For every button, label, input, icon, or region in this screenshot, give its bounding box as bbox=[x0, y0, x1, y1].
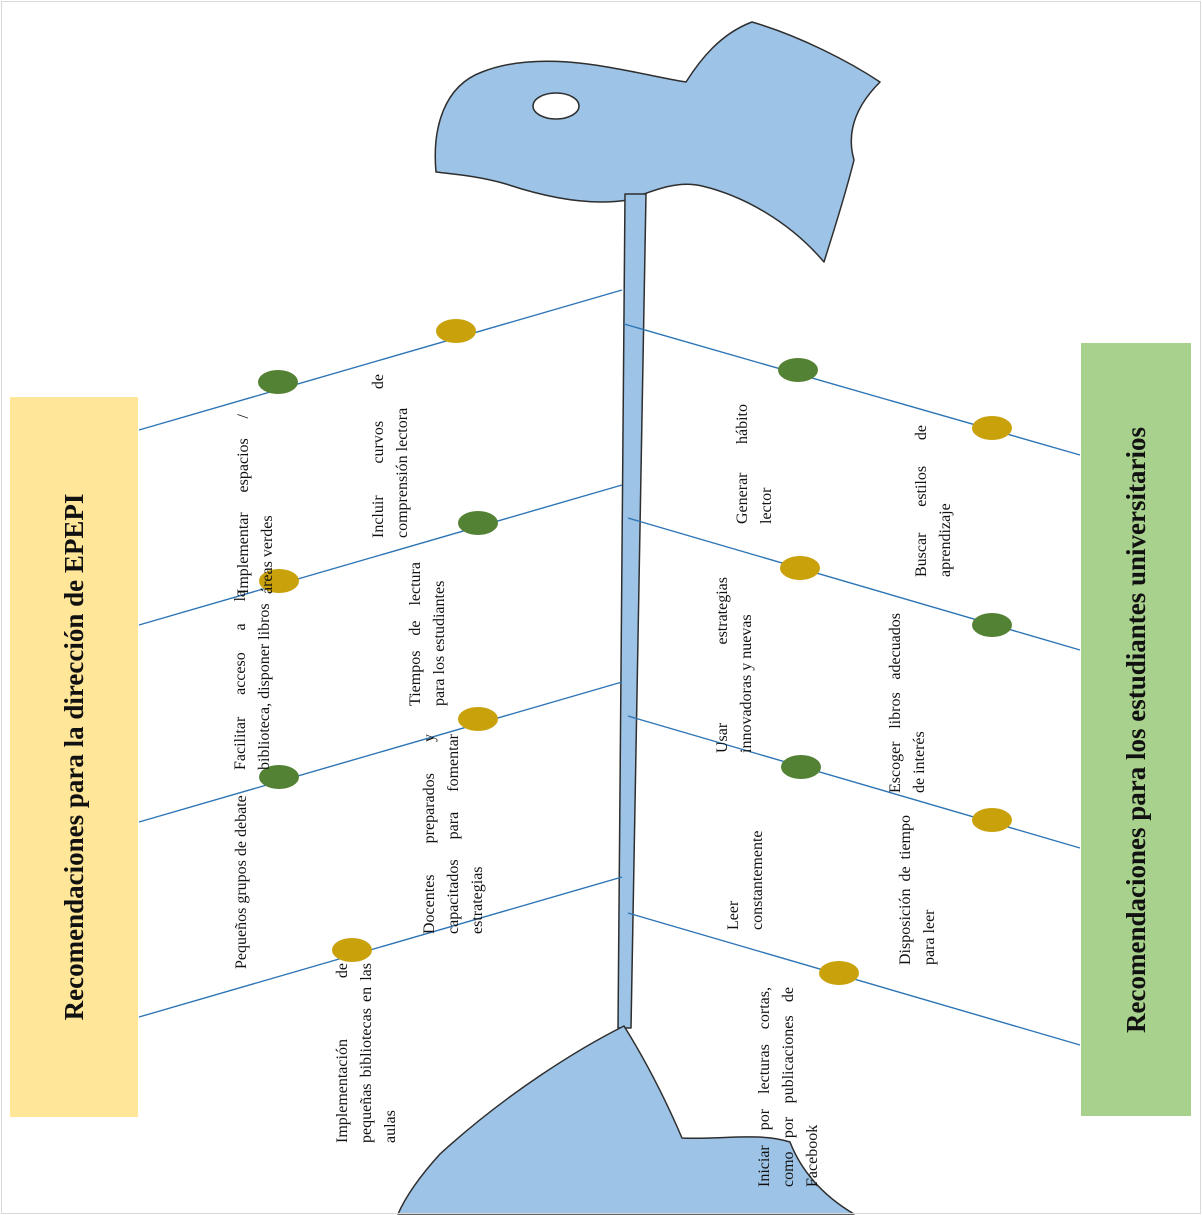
dot-right-2b bbox=[972, 613, 1012, 637]
dot-left-3a bbox=[259, 765, 299, 789]
fish-spine bbox=[617, 193, 647, 1029]
label-left-6: Implementación de pequeñas bibliotecas e… bbox=[334, 963, 399, 1143]
fish-tail bbox=[397, 1025, 855, 1215]
rib-right-3 bbox=[627, 715, 1081, 849]
fish-eye bbox=[532, 92, 580, 120]
dot-left-2a bbox=[259, 569, 299, 593]
label-left-1: Incluir curvos de comprensión lectora bbox=[370, 374, 411, 538]
label-left-3: Tiempos de lectura para los estudiantes bbox=[407, 562, 448, 706]
label-right-1: Buscar estilos de aprendizaje bbox=[913, 425, 954, 577]
dot-right-1a bbox=[778, 358, 818, 382]
label-right-0: Generar hábito lector bbox=[734, 404, 775, 524]
dot-left-2b bbox=[458, 511, 498, 535]
label-right-4: Leer constantemente bbox=[725, 830, 766, 930]
label-left-0: Implementar espacios /áreas verdes bbox=[235, 414, 276, 594]
label-right-2: Usar estrategias innovadoras y nuevas bbox=[714, 577, 755, 753]
dot-left-1a bbox=[258, 370, 298, 394]
left-category-title: Recomendaciones para la dirección de EPE… bbox=[58, 493, 89, 1021]
label-left-5: Docentes preparados y capacitados para f… bbox=[421, 734, 486, 934]
rib-right-1 bbox=[623, 323, 1081, 456]
right-category-title: Recomendaciones para los estudiantes uni… bbox=[1120, 426, 1151, 1033]
fish-head bbox=[434, 21, 881, 263]
rib-left-3 bbox=[138, 681, 623, 823]
dot-right-3a bbox=[781, 755, 821, 779]
right-category-panel: Recomendaciones para los estudiantes uni… bbox=[1081, 343, 1191, 1116]
dot-left-3b bbox=[458, 707, 498, 731]
dot-right-1b bbox=[972, 416, 1012, 440]
dot-right-4a bbox=[819, 961, 859, 985]
rib-right-2 bbox=[627, 517, 1081, 651]
dot-right-3b bbox=[972, 808, 1012, 832]
label-right-6: Iniciar por lecturas cortas, como por pu… bbox=[756, 987, 821, 1187]
rib-left-4 bbox=[138, 876, 623, 1018]
dot-left-1b bbox=[436, 319, 476, 343]
label-left-4: Pequeños grupos de debate bbox=[233, 795, 250, 969]
label-right-5: Disposición de tiempo para leer bbox=[897, 815, 938, 965]
rib-left-1 bbox=[138, 289, 623, 431]
label-left-2: Facilitar acceso a la biblioteca, dispon… bbox=[232, 590, 273, 770]
rib-left-2 bbox=[138, 484, 623, 626]
dot-right-2a bbox=[780, 556, 820, 580]
left-category-panel: Recomendaciones para la dirección de EPE… bbox=[10, 397, 138, 1117]
dot-left-4a bbox=[332, 938, 372, 962]
label-right-3: Escoger libros adecuados de interés bbox=[887, 613, 928, 793]
